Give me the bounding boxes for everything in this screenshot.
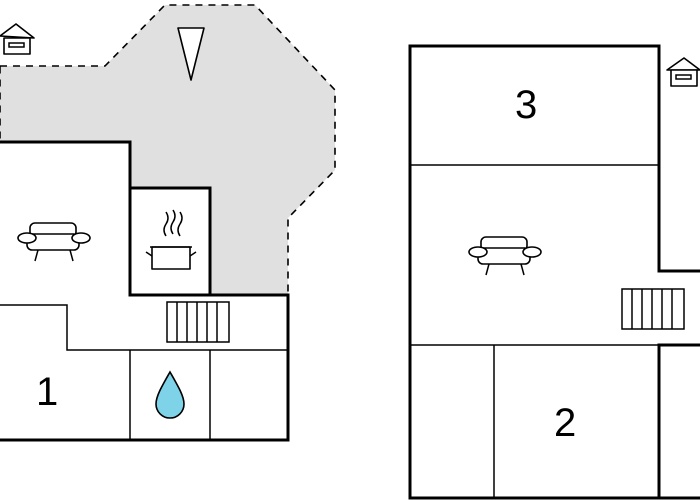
sofa-icon [17,222,91,262]
house-entrance-icon [666,57,700,87]
stairs-icon [166,301,230,343]
ground-floor: 1 [0,140,290,442]
upper-floor: 3 2 [408,44,700,500]
north-arrow-icon [177,27,205,81]
cooking-pot-icon [145,209,197,270]
room-label-2: 2 [554,401,576,445]
water-drop-icon [155,370,185,419]
stairs-icon [621,288,685,330]
sofa-icon [468,236,542,276]
room-label-1: 1 [36,370,58,414]
house-entrance-icon [0,23,35,55]
room-label-3: 3 [515,83,537,127]
